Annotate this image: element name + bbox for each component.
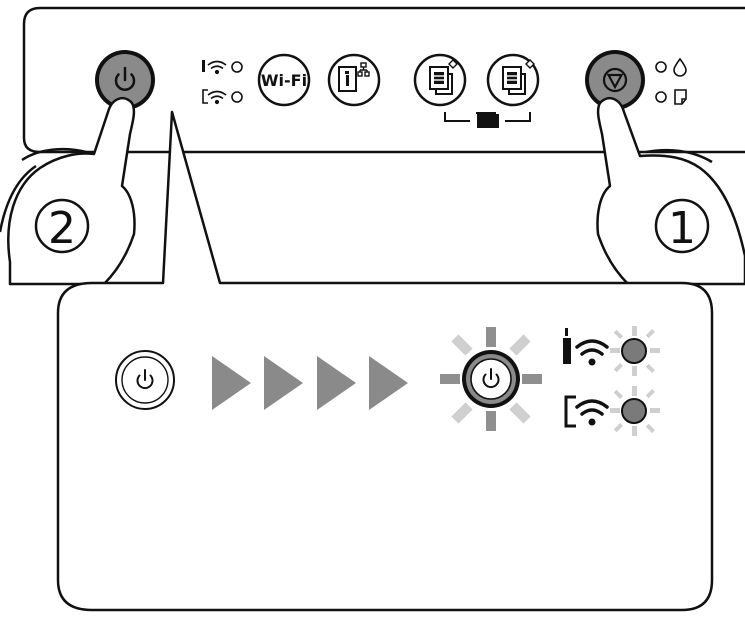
ink-led bbox=[655, 61, 667, 73]
progress-arrows bbox=[212, 356, 408, 410]
wifi-direct-led bbox=[231, 91, 243, 103]
copy-icon bbox=[502, 59, 535, 95]
ink-icon bbox=[673, 57, 687, 77]
power-button-off bbox=[115, 350, 175, 410]
callout-balloon bbox=[56, 110, 714, 612]
combined-copy-indicator bbox=[444, 112, 531, 128]
arrow-right-icon bbox=[317, 356, 356, 410]
wifi-led bbox=[231, 61, 243, 73]
step-1-number: 1 bbox=[668, 203, 696, 254]
wifi-button[interactable]: Wi-Fi bbox=[257, 53, 311, 107]
network-status-icon bbox=[338, 62, 370, 92]
step-2-number: 2 bbox=[48, 203, 76, 254]
stop-icon bbox=[602, 67, 628, 93]
wifi-status-indicators bbox=[202, 60, 243, 105]
flash-rays bbox=[440, 327, 542, 431]
flash-rays bbox=[610, 386, 660, 436]
wifi-direct-indicator-flashing bbox=[564, 386, 660, 436]
paper-led bbox=[655, 91, 667, 103]
wifi-icon bbox=[202, 60, 227, 75]
step-2-label: 2 bbox=[34, 198, 90, 254]
ink-paper-indicators bbox=[655, 57, 687, 105]
step-1-label: 1 bbox=[654, 198, 710, 254]
control-panel bbox=[22, 6, 745, 154]
wifi-button-label: Wi-Fi bbox=[261, 71, 307, 90]
power-button[interactable] bbox=[95, 50, 155, 110]
arrow-right-icon bbox=[212, 356, 251, 410]
color-copy-button[interactable] bbox=[486, 53, 540, 107]
wifi-direct-icon bbox=[564, 395, 609, 428]
power-icon bbox=[482, 368, 500, 389]
power-button-flashing bbox=[440, 327, 542, 431]
wifi-led-flashing bbox=[621, 338, 647, 364]
paper-icon bbox=[674, 89, 687, 105]
stop-button[interactable] bbox=[585, 50, 645, 110]
power-icon bbox=[136, 369, 154, 390]
wifi-direct-led-flashing bbox=[621, 398, 647, 424]
wifi-icon bbox=[563, 328, 609, 366]
power-icon bbox=[114, 66, 136, 91]
wifi-direct-icon bbox=[202, 89, 227, 105]
wifi-indicator-flashing bbox=[563, 326, 660, 376]
hand-pressing-stop bbox=[596, 96, 745, 286]
flash-rays bbox=[610, 326, 660, 376]
arrow-right-icon bbox=[264, 356, 303, 410]
network-status-button[interactable] bbox=[327, 53, 381, 107]
bw-copy-button[interactable] bbox=[413, 53, 467, 107]
arrow-right-icon bbox=[369, 356, 408, 410]
copy-icon bbox=[429, 59, 458, 95]
